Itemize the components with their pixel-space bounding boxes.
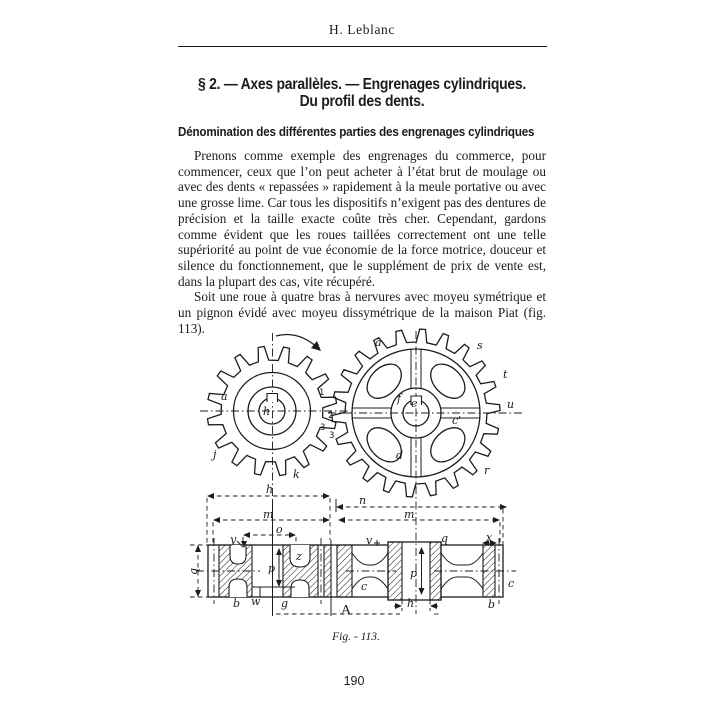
paragraph-1: Prenons comme exemple des engrenages du … [178,148,546,289]
paragraph-2: Soit une roue à quatre bras à nervures a… [178,289,546,336]
gear-geometry [190,328,522,616]
fig-label-2: 2 [328,411,333,421]
fig-label-d: d [396,449,403,462]
body-text: Prenons comme exemple des engrenages du … [178,148,546,336]
subsection-heading: Dénomination des différentes parties des… [178,125,535,139]
fig-label-v-dim: v [366,534,373,547]
fig-label-g-dim: g [281,597,288,610]
fig-label-s: s [477,339,483,352]
fig-label-b-left: b [233,597,240,610]
fig-label-A-section: A [341,603,352,618]
fig-label-b-right: b [488,598,495,611]
fig-label-1: 1 [319,388,324,398]
fig-label-q-top: q [441,532,448,545]
fig-label-k: k [293,468,300,481]
page-number: 190 [343,674,365,688]
fig-label-3: 3 [320,423,325,433]
fig-label-t: t [503,368,508,381]
fig-label-c-prime: c' [452,414,461,427]
fig-label-q-left: q [187,568,200,575]
fig-label-r: r [484,464,490,477]
fig-label-c-right: c [508,577,514,590]
fig-label-z-dim: z [295,550,302,563]
section-heading-line2: Du profil des dents. [299,93,425,110]
fig-label-o-dim: o [276,523,283,536]
fig-label-e: e [411,397,418,410]
fig-label-w-dim: w [251,595,261,608]
fig-label-c-mid: c [361,580,367,593]
fig-label-h-bore: h [263,405,270,418]
figure-labels: a j k h 1 2 3 3 a s t u r c' d e f h m n… [187,336,514,618]
figure-113-gear-drawing: a j k h 1 2 3 3 a s t u r c' d e f h m n… [187,328,522,618]
fig-label-a-wheel: a [375,336,382,349]
section-heading-line1: § 2. — Axes parallèles. — Engrenages cyl… [198,76,526,93]
figure-caption: Fig. - 113. [332,631,380,643]
fig-label-h-dim: h [266,483,273,496]
running-header-author: H. Leblanc [329,22,395,37]
fig-label-a-pinion: a [221,390,228,403]
fig-label-n-dim: n [359,494,366,507]
fig-label-y-dim: y [229,533,237,546]
header-rule [178,46,547,48]
section-heading: § 2. — Axes parallèles. — Engrenages cyl… [173,76,551,110]
fig-label-m-left: m [263,508,273,521]
fig-label-3b: 3 [329,431,334,441]
fig-label-u: u [507,398,514,411]
fig-label-p-right: p [410,567,417,580]
fig-label-x-dim: x [486,531,493,544]
fig-label-j: j [210,448,217,461]
fig-label-f: f [396,392,403,405]
fig-label-h-bottom: h [407,597,414,610]
fig-label-p-left: p [268,562,275,575]
fig-label-m-right: m [404,508,414,521]
